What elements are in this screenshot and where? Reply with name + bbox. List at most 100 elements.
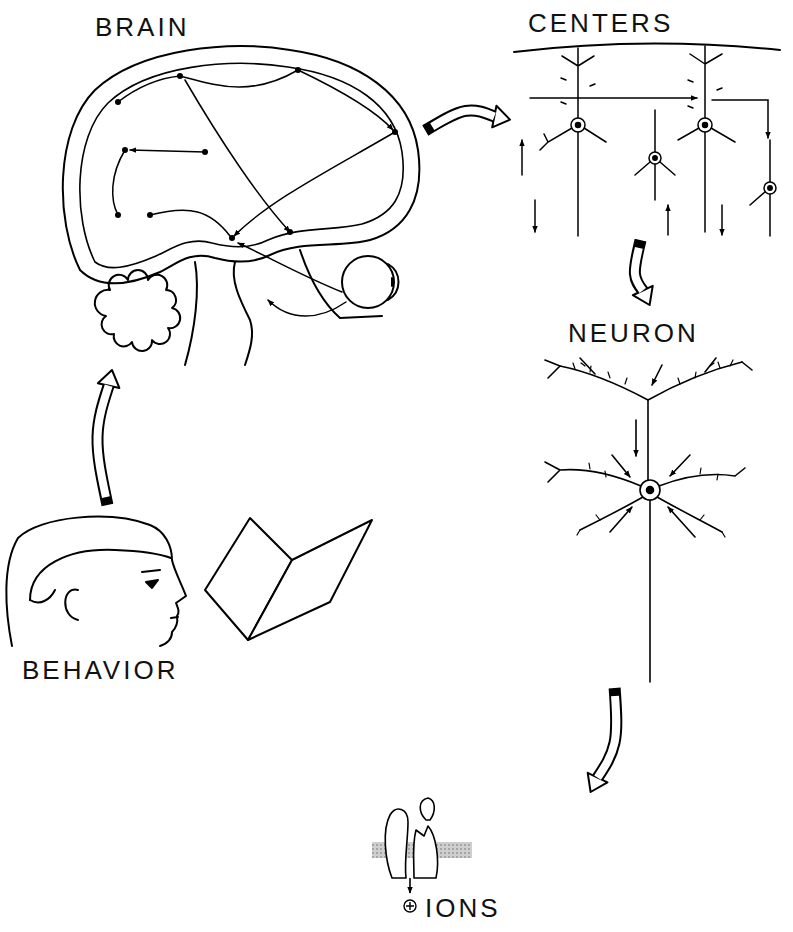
arrow-head (492, 106, 510, 128)
brain-pathways-part (180, 70, 298, 87)
brain-dots-part (202, 149, 208, 155)
centers-drawing-part (534, 200, 536, 232)
reader-drawing-part (171, 617, 178, 618)
reader-drawing-part (146, 580, 158, 588)
neuron-drawing-part (670, 455, 690, 476)
brain-pathways (113, 70, 395, 316)
ion-channel-drawing-part (406, 902, 414, 910)
neuron-drawing-part (610, 507, 632, 532)
brain-dots-part (177, 73, 183, 79)
reader-drawing (6, 517, 186, 646)
neuron-soma-part (647, 487, 654, 494)
brain-pathways-part (238, 243, 342, 292)
centers-cells (571, 118, 776, 194)
brain-pathways-part (130, 150, 205, 152)
panel-region: BRAIN (55, 8, 425, 370)
brain-dots-part (229, 235, 235, 241)
centers-drawing-part (667, 205, 669, 235)
brain-drawing-part (80, 63, 403, 267)
neuron-drawing-part (659, 468, 745, 486)
neuron-drawing-part (635, 420, 637, 456)
centers-drawing-part (540, 48, 606, 236)
neuron-drawing-part (580, 497, 643, 530)
flow-arrow (588, 694, 617, 792)
ion-channel-drawing-part (385, 809, 408, 878)
centers-cells-part (576, 123, 581, 128)
centers-drawing-part (514, 43, 780, 52)
brain-drawing (63, 46, 420, 365)
centers-cells-part (698, 118, 712, 132)
neuron-drawing (545, 358, 752, 682)
neuron-drawing-part (647, 400, 649, 480)
centers-cells-part (571, 118, 585, 132)
brain-drawing-part (388, 264, 399, 300)
arrow-hollow (432, 110, 494, 126)
brain-drawing-part (95, 270, 180, 351)
panel-region: CENTERS (510, 4, 785, 240)
neuron-drawing-part (657, 497, 722, 532)
reader-drawing-part (6, 517, 186, 646)
flow-arrow (633, 246, 653, 305)
brain-drawing-part (342, 256, 394, 308)
brain-dots-part (287, 229, 293, 235)
neuron-drawing-part (560, 362, 742, 400)
arrow-hollow (635, 248, 643, 291)
centers-drawing-part (530, 97, 697, 99)
brain-dots-part (147, 212, 153, 218)
brain-dots-part (392, 129, 398, 135)
neuron-drawing-part (652, 365, 662, 385)
reader-drawing-part (30, 550, 171, 600)
brain-drawing-part (63, 46, 420, 283)
arrow-hollow (598, 696, 617, 778)
centers-drawing-part (561, 78, 722, 108)
neuron-soma (640, 480, 660, 500)
centers-drawing-part (721, 205, 723, 235)
neuron-drawing-part (612, 455, 630, 477)
brain-pathways-part (118, 76, 180, 102)
arrow-head (98, 370, 120, 388)
centers-cells-part (649, 152, 661, 164)
flow-arrow (430, 106, 510, 128)
brain-pathways-part (150, 210, 230, 236)
neuron-drawing-part (668, 507, 695, 537)
centers-cells-part (703, 123, 708, 128)
neuron-drawing-part (577, 463, 725, 537)
panel-region: NEURON (530, 305, 760, 688)
panel-heading: CENTERS (528, 8, 673, 38)
ion-channel-drawing-part (409, 878, 411, 893)
neuron-soma-part (640, 480, 660, 500)
reader-drawing-part (65, 590, 78, 620)
arrow-outline (635, 246, 643, 291)
brain-pathways-part (298, 70, 393, 130)
centers-cells-part (768, 186, 772, 190)
centers-cells-part (764, 182, 776, 194)
arrow-outline (97, 386, 108, 499)
ion-channel-drawing-part (420, 798, 434, 820)
brain-pathways-part (185, 80, 290, 232)
neuron-drawing-part (545, 358, 752, 378)
centers-drawing-part (635, 110, 675, 200)
arrow-outline (598, 694, 617, 778)
brain-dots-part (115, 212, 121, 218)
centers-drawing-part (712, 100, 768, 138)
reader-drawing-part (30, 590, 55, 602)
neuron-drawing-part (649, 500, 651, 682)
brain-pathways-part (113, 150, 125, 215)
panel-heading: IONS (425, 893, 501, 923)
centers-cells-part (653, 156, 657, 160)
brain-dots-part (115, 99, 121, 105)
brain-dots-part (295, 67, 301, 73)
brain-drawing-part (391, 278, 393, 286)
centers-drawing (514, 43, 780, 236)
panel-heading: NEURON (568, 318, 699, 348)
panel-heading: BEHAVIOR (22, 655, 178, 685)
panel-region: IONS (365, 792, 605, 929)
book-drawing (205, 518, 372, 640)
arrow-hollow (97, 386, 108, 497)
flow-arrow (97, 370, 119, 499)
centers-drawing-part (521, 140, 523, 175)
ion-channel-drawing-part (404, 900, 416, 912)
